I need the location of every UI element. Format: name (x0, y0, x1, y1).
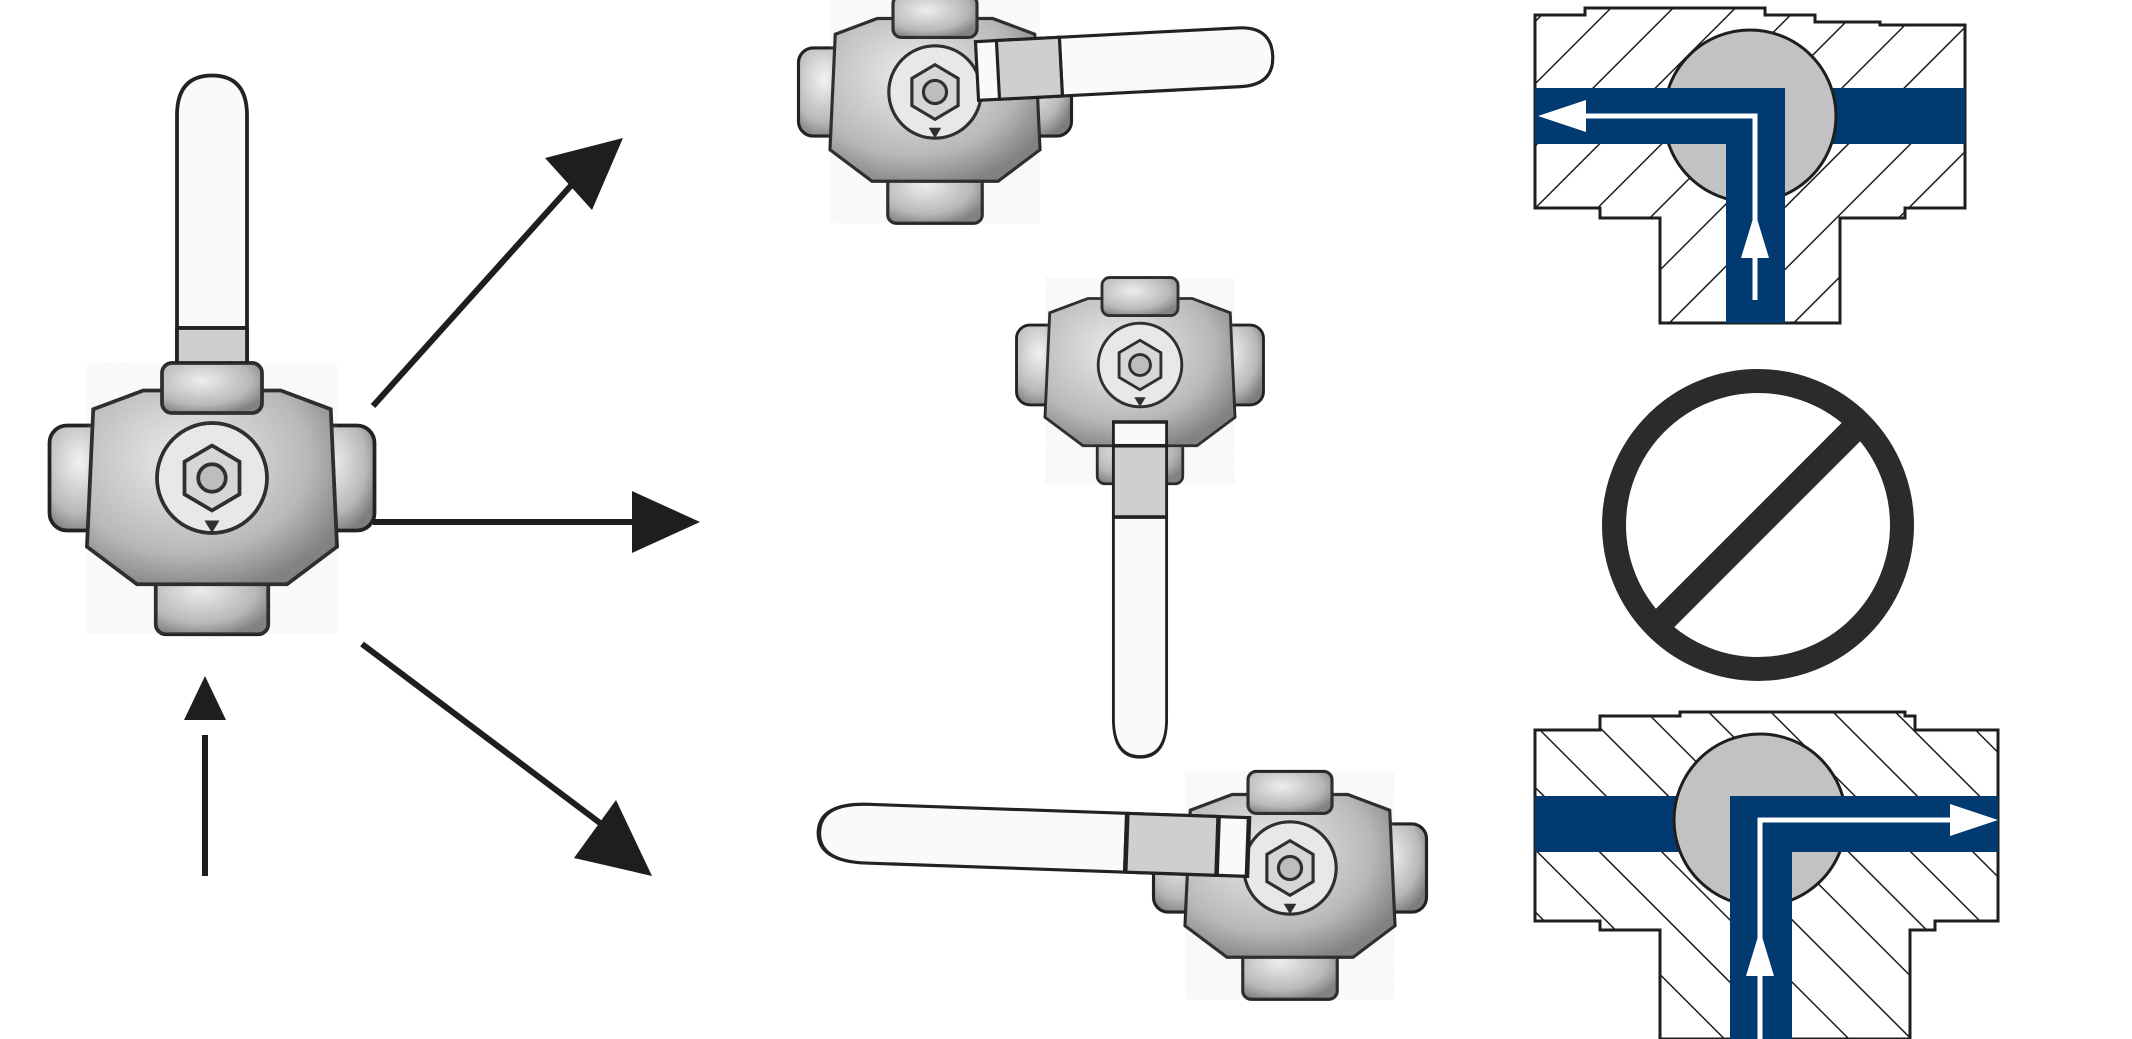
prohibited-sign-icon (1602, 369, 1914, 681)
three-way-ball-valve-handle-right-icon (799, 0, 1276, 223)
arrow-up-icon (184, 676, 226, 876)
arrow-right-icon (373, 491, 700, 553)
flow-section-bottom-to-right-icon (1533, 710, 2000, 1039)
three-way-ball-valve-handle-down-icon (1017, 278, 1264, 759)
three-way-ball-valve-handle-up-icon (50, 73, 375, 635)
three-way-ball-valve-handle-left-icon (818, 771, 1427, 999)
arrow-up-right-icon (370, 138, 623, 409)
arrow-down-right-icon (360, 641, 652, 876)
flow-section-bottom-to-left-icon (1533, 6, 1967, 325)
